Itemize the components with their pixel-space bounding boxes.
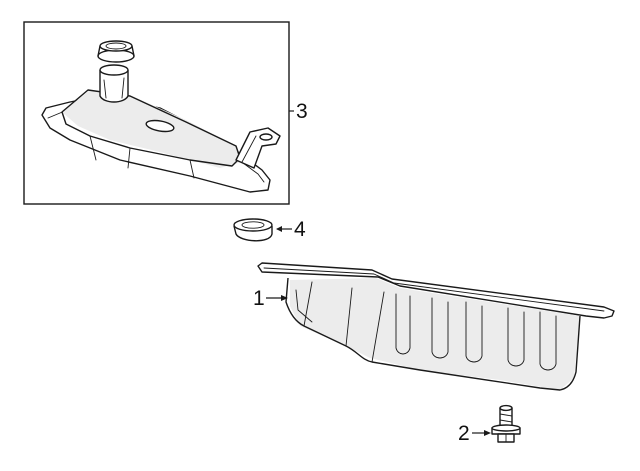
seal-group: 4 <box>233 218 306 242</box>
callout-2-label: 2 <box>458 422 470 445</box>
oil-pan-group: 1 <box>253 262 615 391</box>
transmission-oil-pan[interactable] <box>257 262 615 391</box>
callout-1-arrow <box>266 295 288 301</box>
bolt-group: 2 <box>458 404 521 445</box>
transmission-filter[interactable] <box>41 64 281 193</box>
filter-assembly-group: 3 <box>23 21 308 205</box>
callout-3-label: 3 <box>296 100 308 123</box>
filter-inset-frame <box>23 21 290 205</box>
seal-ring[interactable] <box>233 218 273 242</box>
callout-4-arrow <box>276 226 292 232</box>
callout-1-label: 1 <box>253 287 265 310</box>
callout-4-label: 4 <box>294 218 306 241</box>
filter-neck-seal[interactable] <box>97 40 135 63</box>
pan-bolt[interactable] <box>491 404 521 443</box>
callout-2-arrow <box>472 430 491 436</box>
